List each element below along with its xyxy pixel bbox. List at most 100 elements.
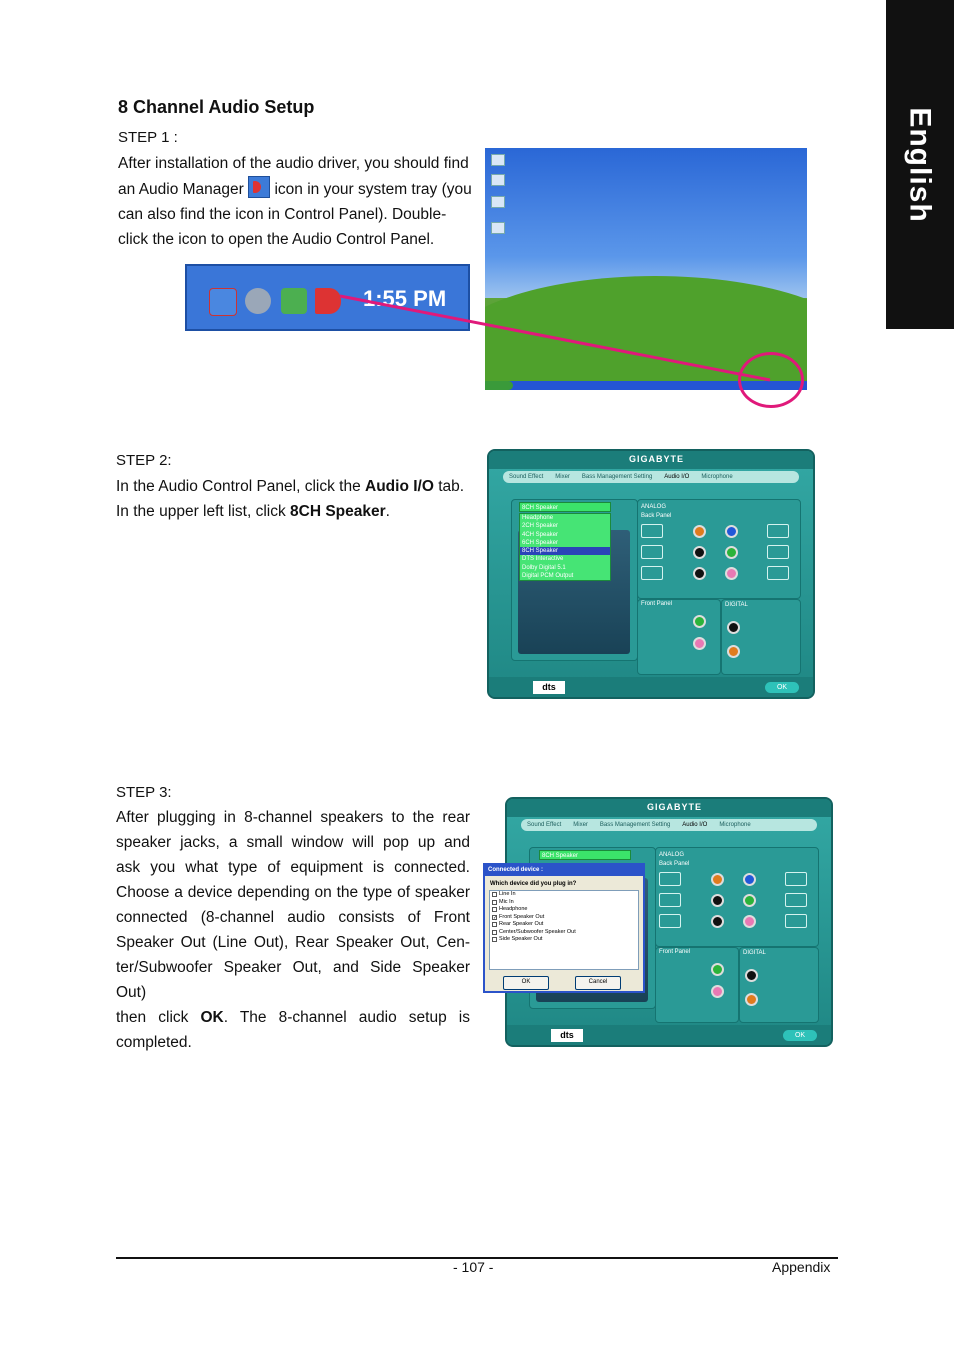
dialog-ok-button[interactable]: OK [503, 976, 549, 990]
tab-mixer[interactable]: Mixer [555, 474, 570, 480]
analog-label: ANALOG [659, 852, 685, 858]
step2-bold: 8CH Speaker [290, 503, 386, 520]
monitor-icon [785, 872, 807, 886]
jack-black[interactable] [693, 567, 706, 580]
speaker-option[interactable]: Headphone [522, 515, 554, 521]
speaker-option[interactable]: Digital PCM Output [522, 573, 574, 580]
jack-orange[interactable] [711, 873, 724, 886]
device-option[interactable]: Mic In [490, 899, 638, 907]
step2-label: STEP 2: [116, 452, 172, 469]
device-list: Line In Mic In Headphone ✓Front Speaker … [489, 890, 639, 970]
jack-orange[interactable] [693, 525, 706, 538]
speaker-icon [785, 893, 807, 907]
device-option-label: Mic In [499, 898, 514, 905]
checkbox[interactable] [492, 929, 497, 935]
speaker-option[interactable]: 2CH Speaker [522, 523, 559, 530]
jack-spdif[interactable] [745, 969, 758, 982]
tab-microphone[interactable]: Microphone [701, 474, 733, 480]
digital-label: DIGITAL [743, 950, 766, 956]
device-option[interactable]: Line In [490, 891, 638, 899]
step1-line: After installation of the audio driver, … [118, 155, 469, 172]
jack-black[interactable] [693, 546, 706, 559]
jack-green[interactable] [743, 894, 756, 907]
step2-line: In the Audio Control Panel, click the Au… [116, 474, 476, 499]
ok-button[interactable]: OK [765, 682, 799, 693]
tab-microphone[interactable]: Microphone [719, 822, 751, 828]
device-option[interactable]: Side Speaker Out [490, 936, 638, 944]
jack-pink[interactable] [725, 567, 738, 580]
jack-pink[interactable] [693, 637, 706, 650]
jack-blue[interactable] [725, 525, 738, 538]
jack-spdif[interactable] [727, 621, 740, 634]
speaker-option[interactable]: DTS Interactive [522, 556, 564, 563]
pointer-arrow [339, 294, 771, 382]
start-button[interactable] [485, 381, 513, 390]
ok-button[interactable]: OK [783, 1030, 817, 1041]
checkbox[interactable] [492, 892, 497, 898]
tab-audio-io[interactable]: Audio I/O [664, 474, 690, 480]
dts-connect-logo: dts [533, 681, 565, 694]
page-number: - 107 - [453, 1259, 494, 1275]
step2-text: In the Audio Control Panel, click the Au… [116, 474, 476, 524]
taskbar [485, 381, 807, 390]
speaker-icon [767, 545, 789, 559]
jack-pink[interactable] [711, 985, 724, 998]
speaker-mode-list[interactable]: Headphone 2CH Speaker 4CH Speaker 6CH Sp… [519, 513, 611, 581]
am-back-panel [637, 499, 801, 599]
step2-bold: Audio I/O [365, 478, 434, 495]
speaker-icon [641, 545, 663, 559]
step3-line: ask you what type of equipment is connec… [116, 859, 470, 876]
jack-coax[interactable] [745, 993, 758, 1006]
step1-line: an Audio Manager icon in your system tra… [118, 176, 473, 202]
checkbox[interactable] [492, 937, 497, 943]
step3-bold: OK [200, 1009, 224, 1026]
jack-blue[interactable] [743, 873, 756, 886]
step1-text: After installation of the audio driver, … [118, 151, 473, 252]
front-panel-label: Front Panel [659, 949, 691, 955]
tab-bass-management[interactable]: Bass Management Setting [581, 474, 653, 480]
step3-line: connected (8-channel audio consists of F… [116, 909, 470, 926]
jack-green[interactable] [693, 615, 706, 628]
checkbox[interactable] [492, 922, 497, 928]
speaker-mode-dropdown[interactable]: 8CH Speaker [539, 850, 631, 860]
am-logo: GIGABYTE [647, 802, 703, 812]
tab-sound-effect[interactable]: Sound Effect [527, 822, 562, 828]
am-titlebar [507, 799, 831, 817]
device-option[interactable]: Center/Subwoofer Speaker Out [490, 929, 638, 937]
step2-text-part: tab. [433, 478, 465, 495]
step3-line: Choose a device depending on the type of… [116, 884, 470, 901]
speaker-option[interactable]: 8CH Speaker [520, 547, 610, 556]
jack-black[interactable] [711, 894, 724, 907]
step2-text-part: . [385, 503, 390, 520]
device-option[interactable]: Rear Speaker Out [490, 921, 638, 929]
dialog-cancel-button[interactable]: Cancel [575, 976, 621, 990]
speaker-option[interactable]: 4CH Speaker [522, 531, 559, 538]
tab-audio-io[interactable]: Audio I/O [682, 822, 708, 828]
speaker-icon [641, 524, 663, 538]
audio-manager-tray-icon[interactable] [315, 288, 341, 314]
audio-manager-window: GIGABYTE Sound Effect Mixer Bass Managem… [487, 449, 815, 699]
device-option-label: Front Speaker Out [499, 913, 545, 920]
jack-coax[interactable] [727, 645, 740, 658]
checkbox[interactable] [492, 899, 497, 905]
step2-line: In the upper left list, click 8CH Speake… [116, 499, 476, 524]
jack-green[interactable] [725, 546, 738, 559]
speaker-mode-dropdown[interactable]: 8CH Speaker [519, 502, 611, 512]
desktop-icon [491, 154, 505, 166]
speaker-option[interactable]: 6CH Speaker [522, 539, 559, 546]
jack-pink[interactable] [743, 915, 756, 928]
speaker-option[interactable]: Dolby Digital 5.1 [522, 564, 566, 571]
jack-black[interactable] [711, 915, 724, 928]
step3-line: After plugging in 8-channel speakers to … [116, 809, 470, 826]
pointer-line [339, 294, 771, 382]
tab-mixer[interactable]: Mixer [573, 822, 588, 828]
device-option[interactable]: Headphone [490, 906, 638, 914]
checkbox-checked[interactable]: ✓ [492, 914, 498, 921]
network-icon [209, 288, 237, 316]
tab-sound-effect[interactable]: Sound Effect [509, 474, 544, 480]
tab-bass-management[interactable]: Bass Management Setting [599, 822, 671, 828]
step2-text-part: In the Audio Control Panel, click the [116, 478, 366, 495]
jack-green[interactable] [711, 963, 724, 976]
device-option[interactable]: ✓Front Speaker Out [490, 914, 638, 922]
checkbox[interactable] [492, 907, 497, 913]
